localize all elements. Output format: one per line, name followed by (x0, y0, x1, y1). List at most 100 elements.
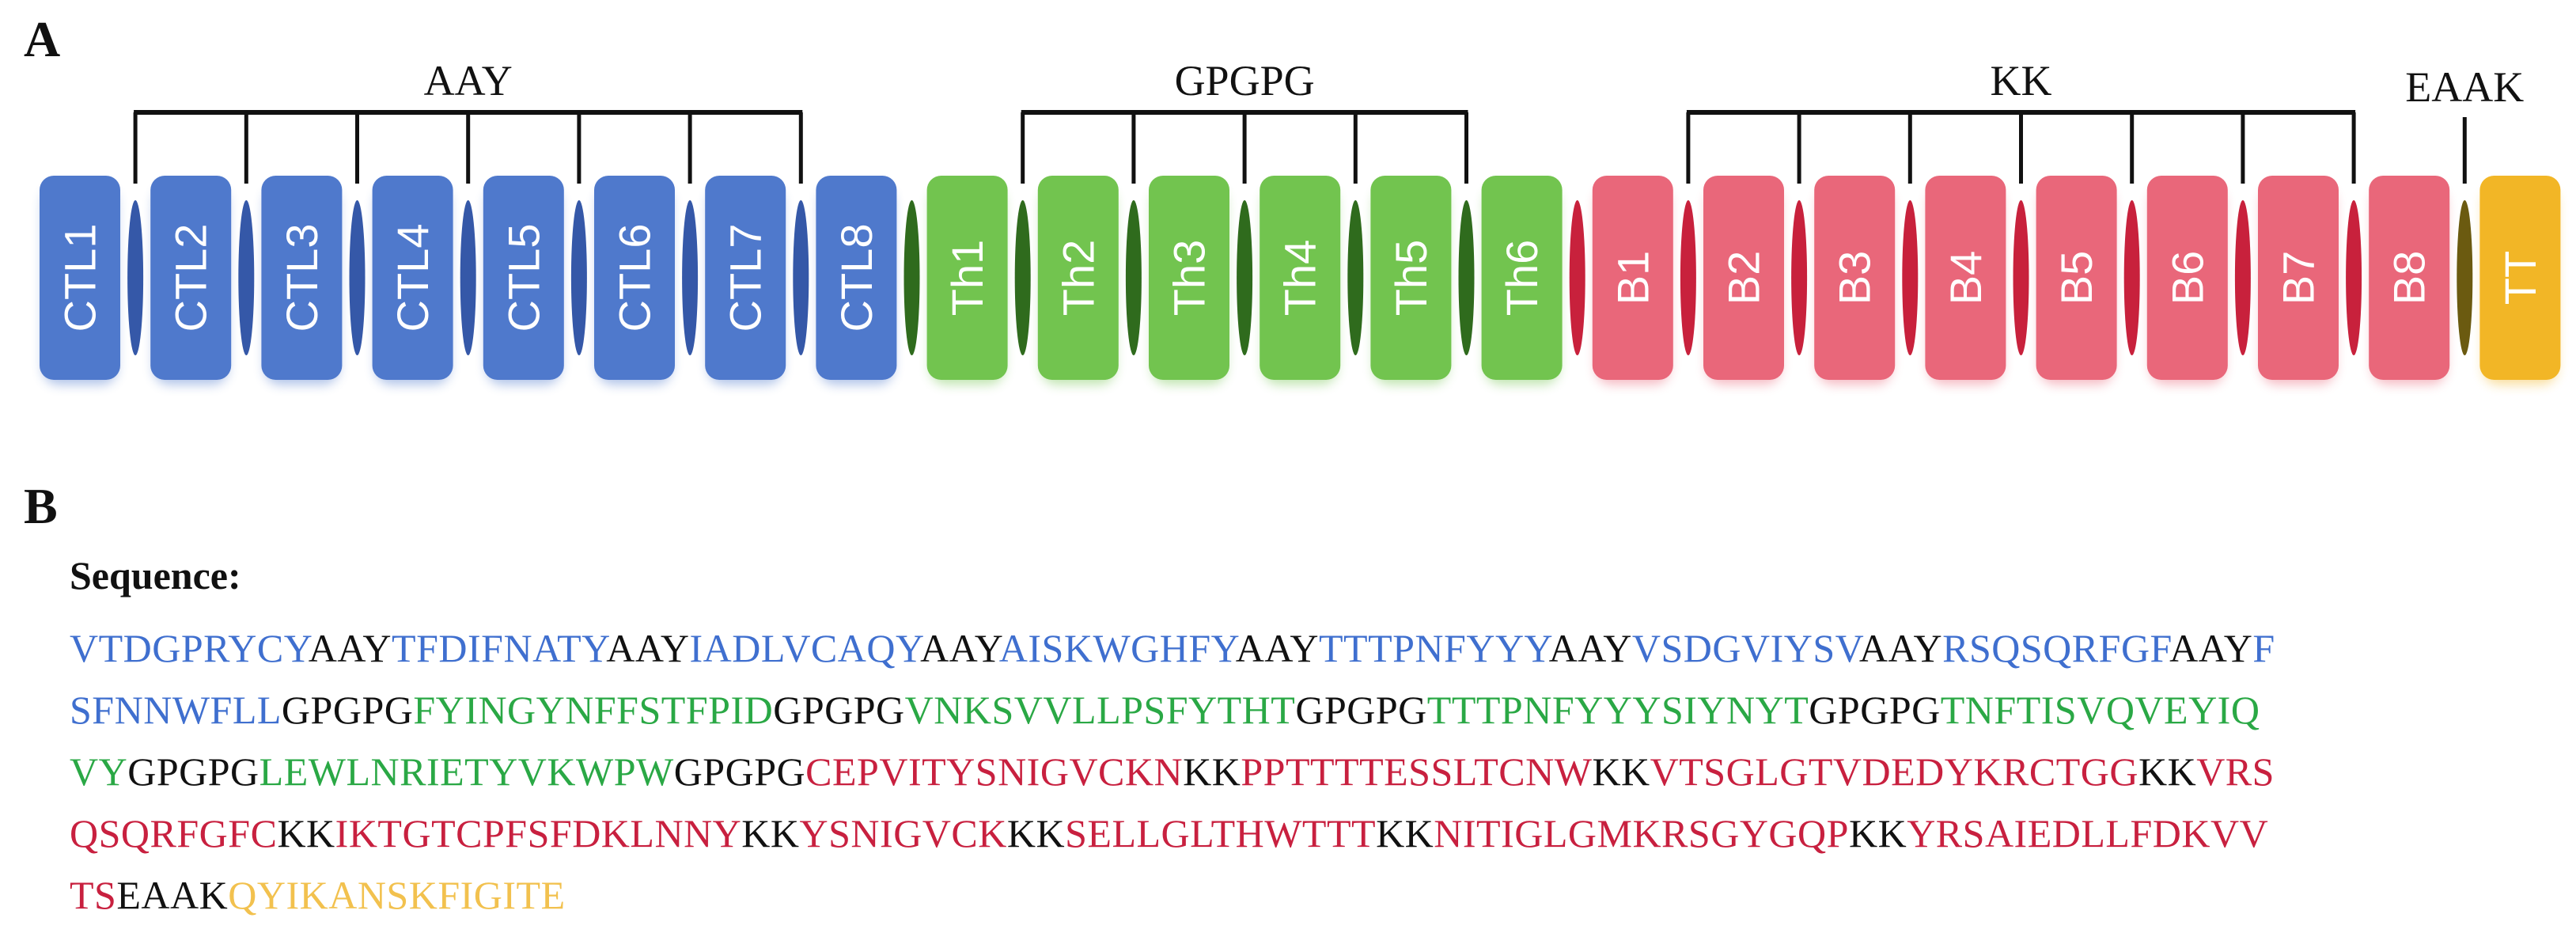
sequence-linker: GPGPG (127, 749, 259, 794)
sequence-linker: EAAK (116, 873, 229, 917)
epitope-label-th2: Th2 (1053, 240, 1103, 317)
sequence-segment-b: CEPVITYSNIGVCKN (805, 749, 1184, 794)
sequence-segment-th: FYINGYNFFSTFPID (413, 688, 774, 732)
linker-lens (570, 200, 587, 355)
linker-lens (793, 200, 809, 355)
linker-label-th: GPGPG (1175, 57, 1315, 104)
sequence-linker: GPGPG (773, 688, 905, 732)
linker-lens (1791, 200, 1808, 355)
linker-lens (460, 200, 476, 355)
sequence-linker: AAY (1235, 626, 1319, 670)
sequence-segment-b: QSQRFGFC (70, 811, 278, 855)
epitope-box-th2 (1037, 176, 1119, 380)
linker-lens (238, 200, 255, 355)
sequence-linker: AAY (606, 626, 690, 670)
linker-lens (1902, 200, 1919, 355)
sequence-linker: AAY (2169, 626, 2253, 670)
linker-label-ctl: AAY (424, 57, 513, 104)
sequence-linker: GPGPG (281, 688, 414, 732)
epitope-box-ctl2 (150, 176, 232, 380)
epitope-label-ctl5: CTL5 (498, 224, 548, 332)
sequence-linker: GPGPG (1809, 688, 1941, 732)
sequence-linker: KK (1006, 811, 1066, 855)
epitope-box-b1 (1592, 176, 1673, 380)
sequence-segment-ctl: VSDGVIYSV (1631, 626, 1859, 670)
sequence-segment-b: YSNIGVCK (799, 811, 1007, 855)
epitope-label-ctl8: CTL8 (832, 224, 881, 332)
sequence-segment-ctl: IADLVCAQY (689, 626, 921, 670)
linker-lens (349, 200, 366, 355)
linker-lens (682, 200, 699, 355)
epitope-label-th1: Th1 (942, 240, 992, 317)
sequence-segment-b: TS (70, 873, 117, 917)
linker-lens (2123, 200, 2140, 355)
sequence-segment-b: YRSAIEDLLFDKVV (1907, 811, 2269, 855)
epitope-label-th4: Th4 (1275, 240, 1325, 317)
sequence-linker: AAY (1858, 626, 1943, 670)
sequence-heading: Sequence: (70, 553, 241, 597)
epitope-box-b5 (2036, 176, 2117, 380)
sequence-line: VYGPGPGLEWLNRIETYVKWPWGPGPGCEPVITYSNIGVC… (70, 741, 2530, 802)
epitope-box-b4 (1925, 176, 2006, 380)
epitope-box-th4 (1260, 176, 1341, 380)
epitope-box-b8 (2369, 176, 2450, 380)
sequence-linker: KK (2138, 749, 2197, 794)
epitope-box-b7 (2258, 176, 2339, 380)
sequence-segment-ctl: RSQSQRFGF (1942, 626, 2170, 670)
sequence-segment-b: IKTGTCPFSFDKLNNY (335, 811, 742, 855)
sequence-linker: KK (1376, 811, 1434, 855)
linker-lens (1237, 200, 1253, 355)
epitope-box-th1 (926, 176, 1008, 380)
epitope-box-ctl7 (705, 176, 786, 380)
sequence-segment-th: VNKSVVLLPSFYTHT (904, 688, 1296, 732)
epitope-box-ctl1 (40, 176, 120, 380)
sequence-segment-th: TTTPNFYYYSIYNYT (1426, 688, 1809, 732)
linker-label-tt: EAAK (2405, 63, 2524, 111)
linker-lens (2234, 200, 2251, 355)
sequence-segment-b: NITIGLGMKRSGYGQP (1434, 811, 1849, 855)
linker-lens (1458, 200, 1475, 355)
sequence-segment-ctl: F (2252, 626, 2275, 670)
epitope-box-ctl6 (594, 176, 675, 380)
epitope-box-b6 (2146, 176, 2228, 380)
epitope-label-b8: B8 (2385, 251, 2434, 305)
sequence-segment-b: SELLGLTHWTTT (1065, 811, 1377, 855)
linker-lens (2457, 200, 2473, 355)
sequence-segment-ctl: VTDGPRYCY (70, 626, 309, 670)
sequence-segment-b: VTSGLGTVDEDYKRCTGG (1650, 749, 2138, 794)
sequence-linker: AAY (920, 626, 999, 670)
sequence-segment-th: LEWLNRIETYVKWPW (259, 749, 674, 794)
linker-lens (1347, 200, 1364, 355)
sequence-segment-tt: QYIKANSKFIGITE (228, 873, 566, 917)
linker-lens (1569, 200, 1585, 355)
epitope-box-ctl3 (261, 176, 343, 380)
linker-lens (903, 200, 920, 355)
linker-lens (127, 200, 144, 355)
sequence-linker: KK (741, 811, 800, 855)
epitope-label-b1: B1 (1608, 251, 1657, 305)
epitope-label-b7: B7 (2274, 251, 2324, 305)
panel-label-a: A (24, 11, 61, 67)
sequence-line: QSQRFGFCKKIKTGTCPFSFDKLNNYKKYSNIGVCKKKSE… (70, 802, 2530, 864)
sequence-linker: KK (1592, 749, 1650, 794)
epitope-box-ctl4 (372, 176, 453, 380)
sequence-segment-ctl: AISKWGHFY (998, 626, 1236, 670)
epitope-box-ctl5 (483, 176, 564, 380)
epitope-label-b3: B3 (1830, 251, 1880, 305)
epitope-label-th5: Th5 (1386, 240, 1436, 317)
sequence-linker: AAY (1548, 626, 1632, 670)
sequence-segment-b: PPTTTTESSLTCNW (1241, 749, 1593, 794)
epitope-label-th6: Th6 (1497, 240, 1547, 317)
linker-lens (2013, 200, 2029, 355)
epitope-label-ctl2: CTL2 (166, 224, 216, 332)
epitope-label-th3: Th3 (1165, 240, 1214, 317)
sequence-line: SFNNWFLLGPGPGFYINGYNFFSTFPIDGPGPGVNKSVVL… (70, 679, 2530, 741)
epitope-box-ctl8 (816, 176, 897, 380)
linker-label-b: KK (1991, 57, 2052, 104)
linker-lens (2346, 200, 2362, 355)
linker-lens (1014, 200, 1031, 355)
sequence-line: VTDGPRYCYAAYTFDIFNATYAAYIADLVCAQYAAYAISK… (70, 617, 2530, 679)
sequence-line: TSEAAKQYIKANSKFIGITE (70, 864, 2530, 926)
epitope-box-b2 (1703, 176, 1784, 380)
